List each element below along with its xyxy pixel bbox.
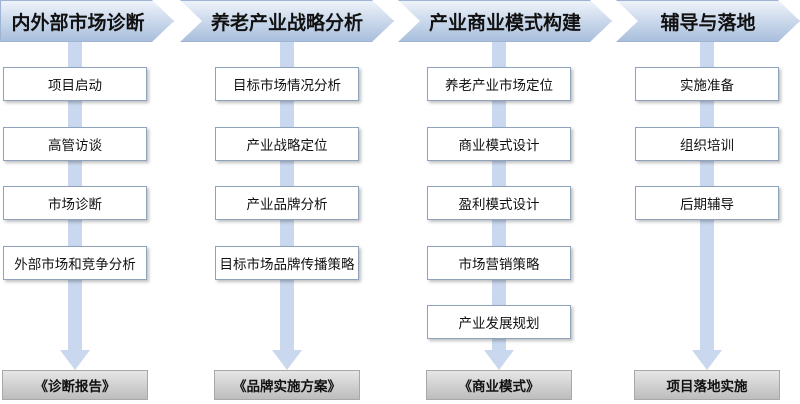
phase-2-arrowhead [272, 350, 302, 370]
phase-1-step-1: 项目启动 [3, 67, 147, 101]
phase-3-step-5: 产业发展规划 [427, 305, 571, 339]
phase-1-output: 《诊断报告》 [2, 370, 148, 400]
phase-2-step-2: 产业战略定位 [215, 127, 359, 161]
phase-2-header: 养老产业战略分析 [180, 0, 394, 42]
phase-1-step-2: 高管访谈 [3, 127, 147, 161]
phase-3-arrowhead [484, 350, 514, 370]
phase-3-step-2: 商业模式设计 [427, 127, 571, 161]
phase-2-output: 《品牌实施方案》 [214, 370, 360, 400]
phase-4-step-1: 实施准备 [635, 67, 779, 101]
phase-2-step-4: 目标市场品牌传播策略 [215, 246, 359, 280]
phase-3-header: 产业商业模式构建 [398, 0, 612, 42]
phase-4-step-2: 组织培训 [635, 127, 779, 161]
phase-1-header: 内外部市场诊断 [0, 0, 174, 42]
phase-1-arrowhead [60, 350, 90, 370]
phase-3-step-4: 市场营销策略 [427, 246, 571, 280]
phase-2-step-3: 产业品牌分析 [215, 186, 359, 220]
phase-1-step-3: 市场诊断 [3, 186, 147, 220]
phase-4-arrowhead [692, 350, 722, 370]
phase-2-step-1: 目标市场情况分析 [215, 67, 359, 101]
phase-3-output: 《商业模式》 [426, 370, 572, 400]
phase-3-step-3: 盈利模式设计 [427, 186, 571, 220]
phase-4-step-3: 后期辅导 [635, 186, 779, 220]
phase-4-header: 辅导与落地 [616, 0, 800, 42]
phase-4-output: 项目落地实施 [634, 370, 780, 400]
phase-1-step-4: 外部市场和竞争分析 [3, 246, 147, 280]
phase-3-step-1: 养老产业市场定位 [427, 67, 571, 101]
